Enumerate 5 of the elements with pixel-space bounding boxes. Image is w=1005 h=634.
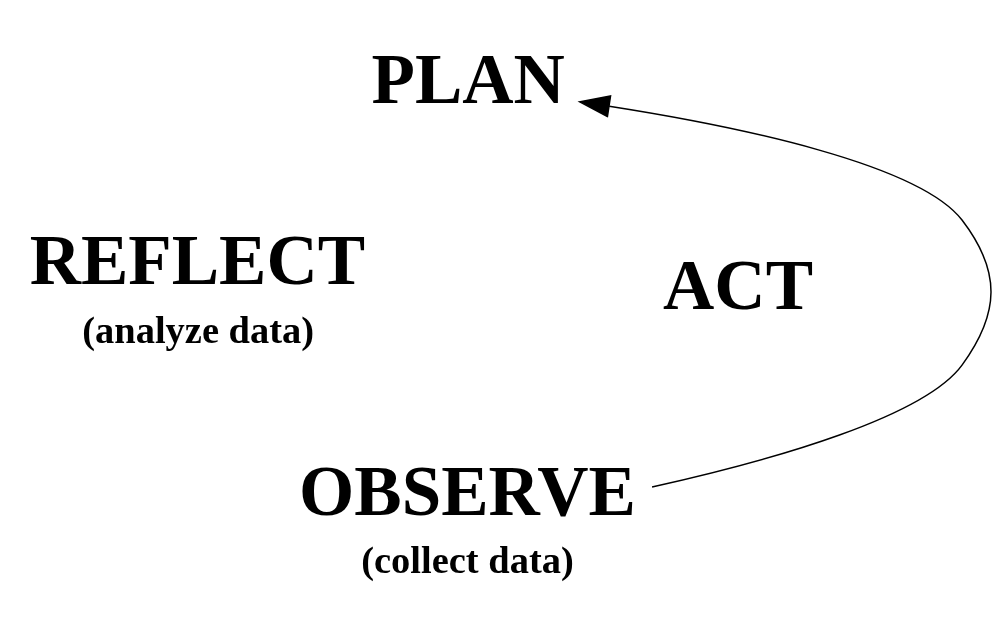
node-text: ACT: [662, 246, 813, 325]
node-text: REFLECT (analyze data): [29, 221, 365, 351]
arrow: [577, 95, 992, 488]
node-text: PLAN: [371, 40, 565, 119]
node-text: OBSERVE (collect data): [298, 452, 636, 582]
